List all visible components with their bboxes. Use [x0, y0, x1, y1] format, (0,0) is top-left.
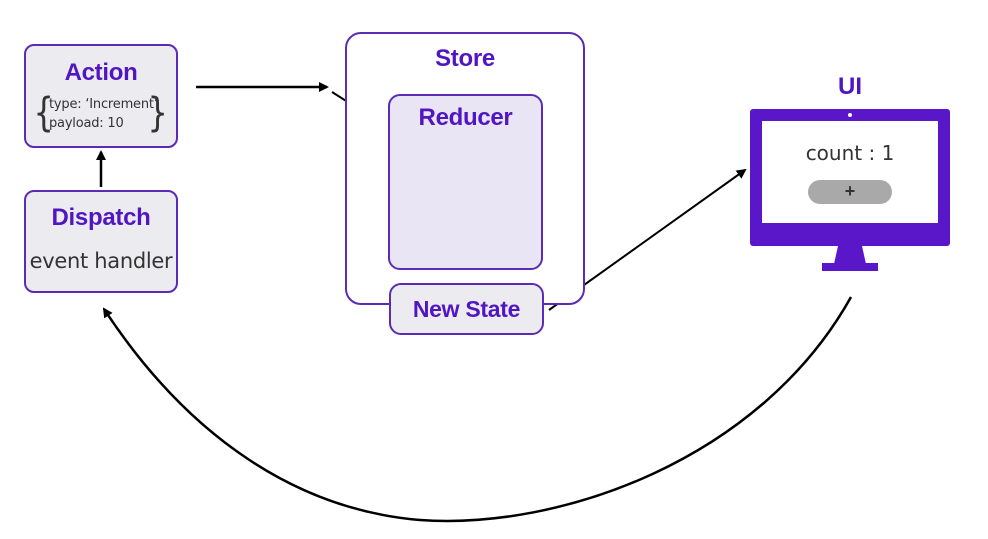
reducer-title: Reducer: [418, 104, 513, 131]
dispatch-subtitle: event handler: [29, 249, 173, 273]
ui-title: UI: [838, 73, 862, 100]
reducer-box: Reducer: [388, 94, 543, 270]
right-brace-icon: }: [147, 90, 168, 136]
action-type-line: type: ‘Increment’: [49, 97, 158, 112]
dispatch-title: Dispatch: [51, 204, 151, 231]
action-box: Action { type: ‘Increment’ payload: 10 }: [24, 44, 178, 148]
left-brace-icon: {: [33, 90, 54, 136]
action-payload-line: payload: 10: [49, 116, 124, 131]
increment-button[interactable]: +: [808, 180, 892, 204]
arrow-ui-to-dispatch: [102, 296, 853, 523]
monitor-icon: [750, 109, 950, 271]
store-title: Store: [435, 45, 495, 72]
dispatch-box: Dispatch event handler: [24, 190, 178, 293]
new-state-box: New State: [389, 283, 544, 335]
new-state-title: New State: [412, 296, 521, 322]
count-display: count : 1: [805, 141, 895, 165]
action-title: Action: [64, 59, 138, 86]
